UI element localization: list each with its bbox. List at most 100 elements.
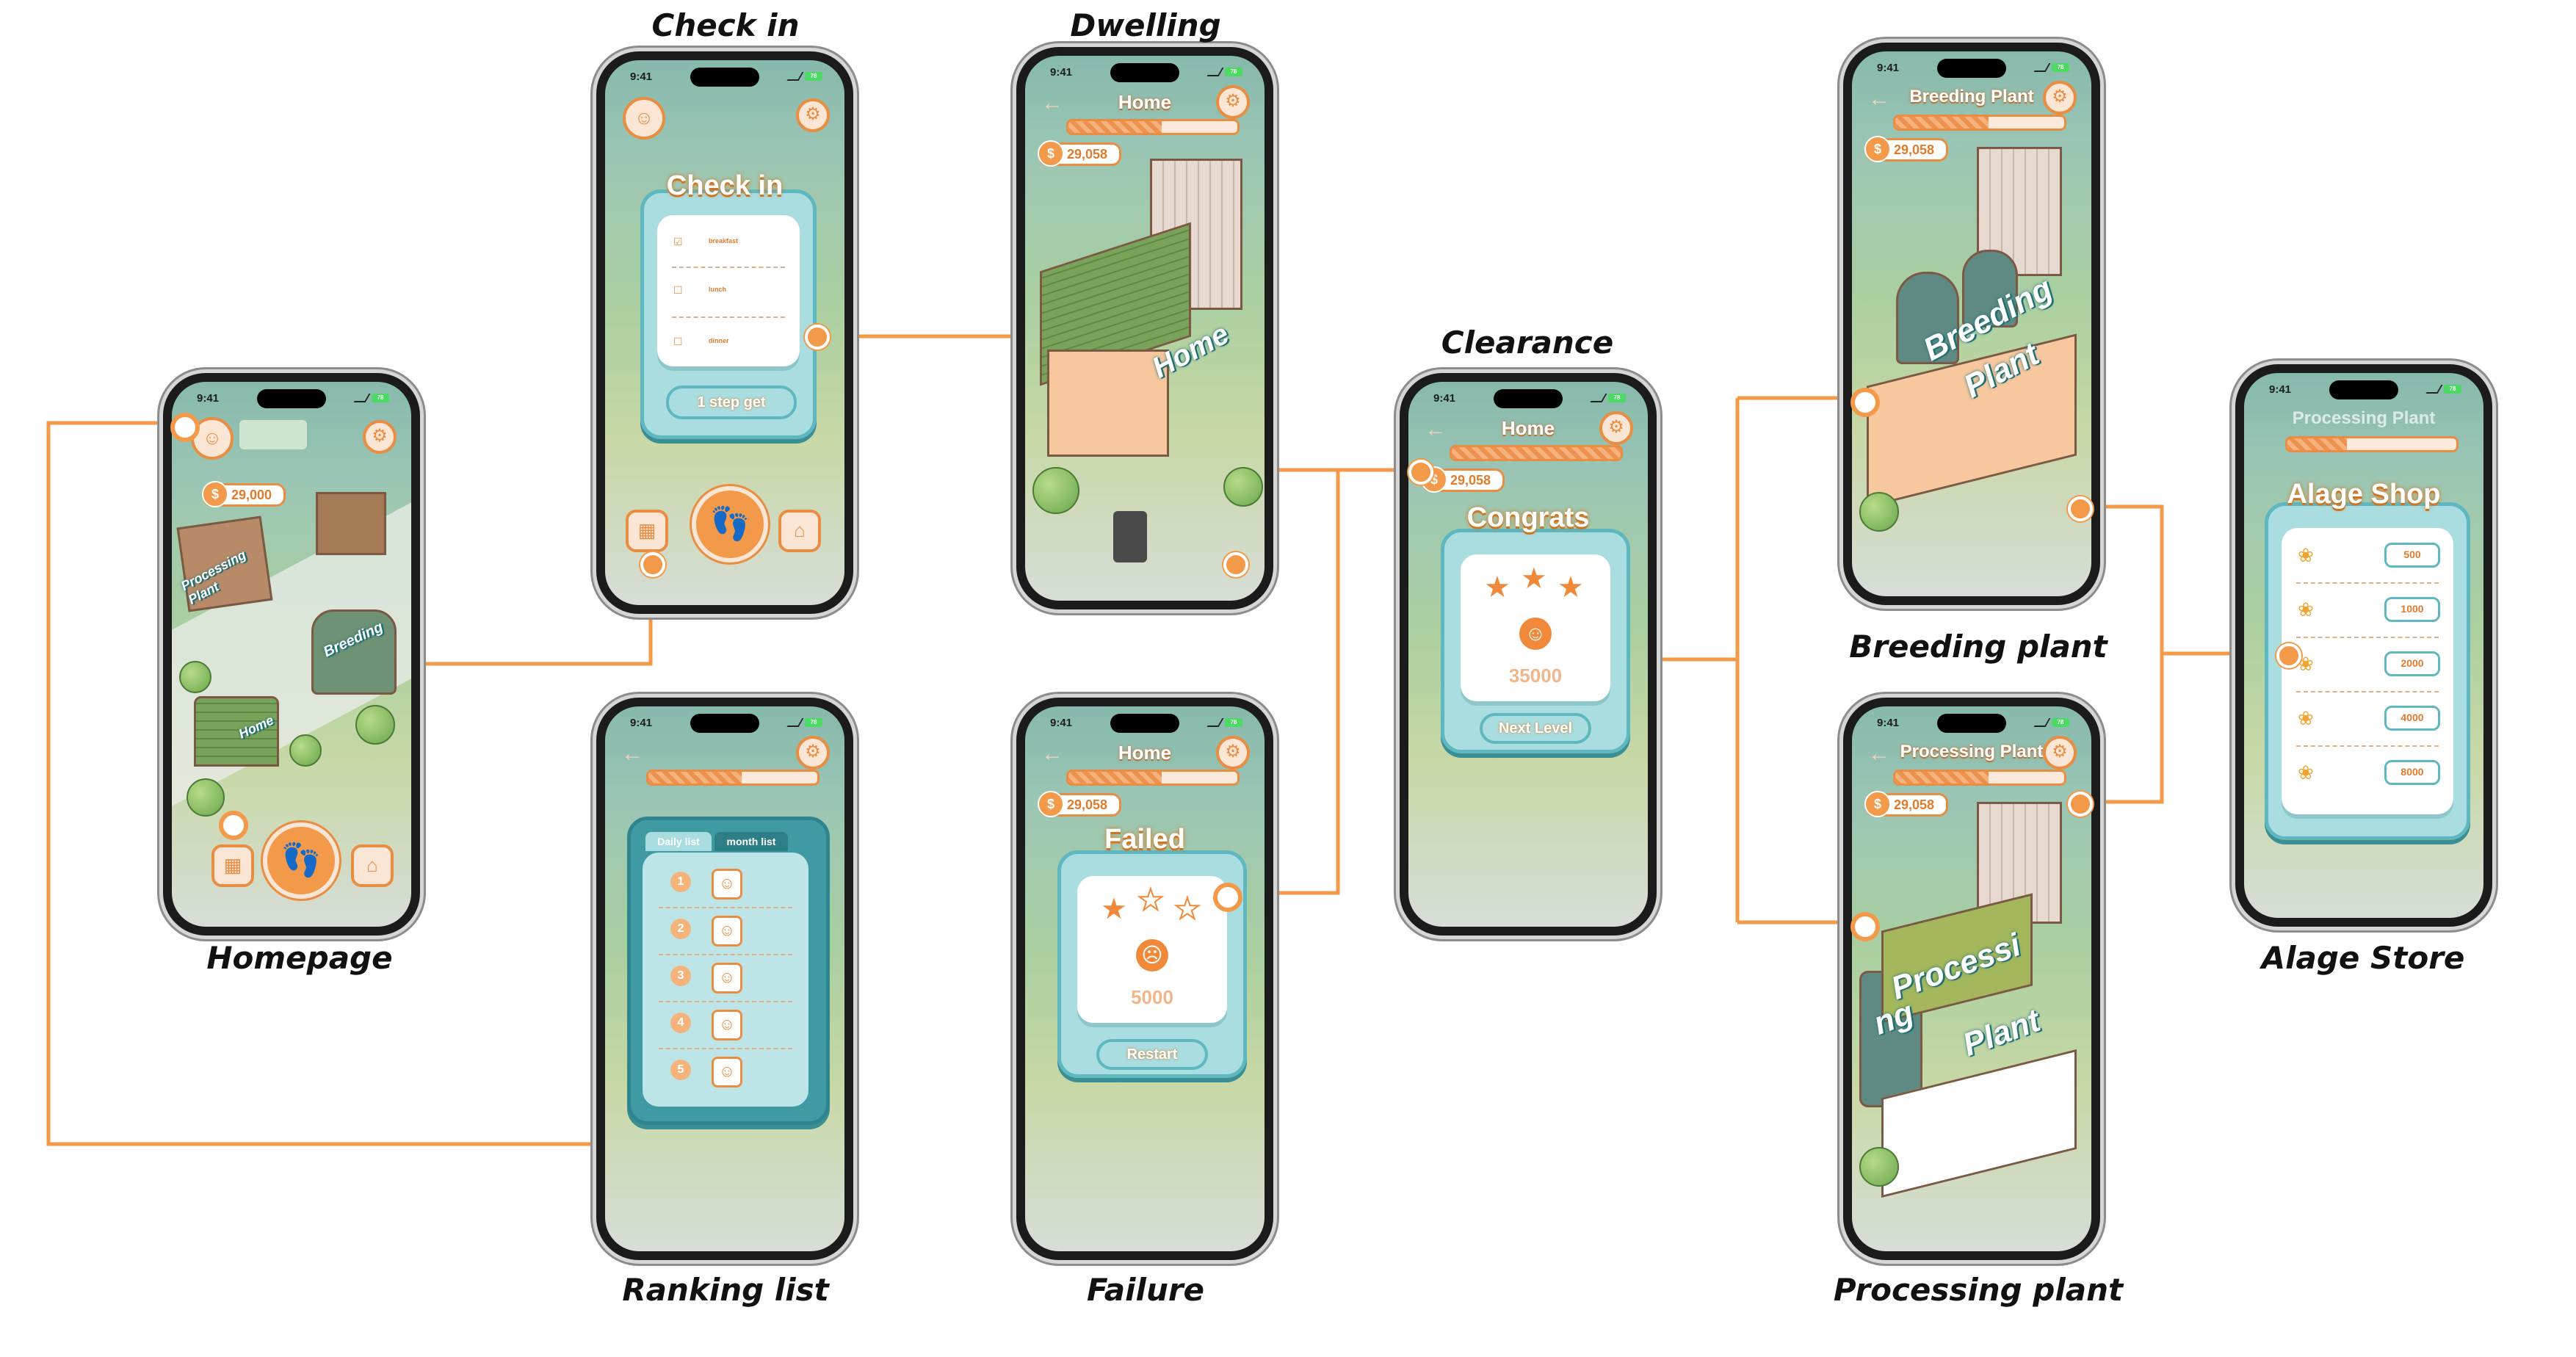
star-icon: ★ — [1557, 571, 1584, 604]
check-in-dialog: breakfast lunch dinner ☑ ☐ ☐ 1 step get — [640, 189, 817, 439]
home-building[interactable] — [194, 696, 279, 767]
footprints-icon[interactable]: 👣 — [692, 486, 768, 562]
footprints-icon[interactable]: 👣 — [263, 822, 339, 899]
ranking-list-card: 1☺ 2☺ 3☺ 4☺ 5☺ — [643, 853, 808, 1107]
battery-icon: 78 — [805, 72, 822, 81]
price-button[interactable]: 1000 — [2384, 597, 2440, 622]
status-bar: 9:41 78 — [1408, 392, 1648, 408]
breeding-plant-building[interactable] — [311, 609, 397, 695]
back-arrow-icon[interactable]: ← — [1041, 91, 1063, 115]
screen-title: Processing Plant — [2292, 408, 2436, 428]
algae-item-icon: ❀ — [2298, 761, 2314, 784]
ranking-row[interactable]: 3☺ — [659, 955, 792, 1002]
gear-icon[interactable]: ⚙ — [1599, 411, 1633, 445]
shop-title: Alage Shop — [2287, 479, 2441, 510]
caption-store: Alage Store — [2261, 940, 2465, 976]
breeding-tank[interactable] — [1896, 272, 1959, 364]
connector-node — [1213, 883, 1242, 912]
back-arrow-icon[interactable]: ← — [1868, 87, 1890, 111]
home-wall[interactable] — [1047, 350, 1169, 457]
signal-icon — [786, 718, 804, 727]
price-button[interactable]: 8000 — [2384, 760, 2440, 785]
back-arrow-icon[interactable]: ← — [1868, 742, 1890, 766]
player-avatar-icon: ☺ — [712, 916, 742, 947]
connector-node — [1408, 460, 1433, 485]
gear-icon[interactable]: ⚙ — [796, 98, 830, 132]
store-building[interactable] — [316, 492, 386, 555]
signal-icon — [1590, 394, 1607, 402]
user-icon[interactable]: ☺ — [623, 97, 665, 140]
restart-button[interactable]: Restart — [1096, 1039, 1208, 1070]
star-empty-icon: ★ — [1173, 892, 1201, 926]
gear-icon[interactable]: ⚙ — [2043, 81, 2077, 115]
level-progress — [1066, 770, 1240, 786]
phone-breeding: 9:41 78 ← Breeding Plant ⚙ 29,058 Breedi… — [1843, 43, 2100, 605]
step-get-button[interactable]: 1 step get — [666, 386, 797, 419]
smile-face-icon: ☺ — [1519, 618, 1552, 650]
signal-icon — [786, 72, 804, 81]
gear-icon[interactable]: ⚙ — [2043, 736, 2077, 770]
price-button[interactable]: 4000 — [2384, 706, 2440, 731]
status-time: 9:41 — [1877, 62, 1900, 74]
ranking-row[interactable]: 5☺ — [659, 1049, 792, 1095]
meal-lunch[interactable]: lunch — [709, 286, 726, 293]
rank-number: 5 — [670, 1060, 691, 1080]
battery-icon: 78 — [1225, 718, 1242, 727]
coin-balance: 29,000 — [201, 481, 286, 507]
calendar-icon[interactable]: ▦ — [211, 844, 254, 887]
score: 5000 — [1131, 986, 1173, 1008]
status-bar: 9:41 78 — [1025, 66, 1265, 82]
meal-breakfast[interactable]: breakfast — [709, 237, 739, 245]
signal-icon — [2033, 718, 2051, 727]
level-progress — [2285, 436, 2459, 452]
tab-month[interactable]: month list — [714, 832, 788, 851]
player-avatar-icon: ☺ — [712, 963, 742, 994]
phone-processing: 9:41 78 ← Processing Plant ⚙ 29,058 Proc… — [1843, 698, 2100, 1260]
status-bar: 9:41 78 — [172, 392, 411, 408]
checkbox-icon[interactable]: ☐ — [673, 284, 683, 296]
back-arrow-icon[interactable]: ← — [621, 742, 643, 766]
gear-icon[interactable]: ⚙ — [1216, 85, 1250, 119]
gear-icon[interactable]: ⚙ — [1216, 736, 1250, 770]
ranking-row[interactable]: 4☺ — [659, 1002, 792, 1049]
price-button[interactable]: 500 — [2384, 543, 2440, 568]
dynamic-island — [690, 714, 759, 733]
store-icon[interactable]: ⌂ — [778, 510, 821, 552]
meal-dinner[interactable]: dinner — [709, 337, 729, 344]
player-avatar-icon: ☺ — [712, 1057, 742, 1088]
gear-icon[interactable]: ⚙ — [363, 420, 397, 454]
next-level-button[interactable]: Next Level — [1480, 713, 1591, 744]
ranking-row[interactable]: 2☺ — [659, 908, 792, 955]
dynamic-island — [1110, 63, 1179, 82]
algae-item-icon: ❀ — [2298, 653, 2314, 675]
checkbox-icon[interactable]: ☑ — [673, 236, 683, 247]
user-icon[interactable]: ☺ — [191, 417, 234, 460]
dynamic-island — [1494, 389, 1563, 408]
phone-homepage: 9:41 78 ☺ ⚙ 29,000 Processing Plant Bree… — [163, 373, 420, 936]
tree — [187, 778, 225, 817]
algae-item-icon: ❀ — [2298, 598, 2314, 620]
checkbox-icon[interactable]: ☐ — [673, 336, 683, 347]
result-card: ★ ★ ★ ☺ 35000 — [1461, 554, 1610, 701]
gear-icon[interactable]: ⚙ — [796, 736, 830, 770]
battery-icon: 78 — [805, 718, 822, 727]
battery-icon: 78 — [2052, 63, 2069, 72]
back-arrow-icon[interactable]: ← — [1041, 742, 1063, 766]
caption-clearance: Clearance — [1441, 325, 1614, 361]
signal-icon — [1206, 68, 1224, 76]
tree — [1859, 492, 1899, 532]
status-time: 9:41 — [1050, 717, 1073, 729]
calendar-icon[interactable]: ▦ — [626, 510, 668, 552]
ranking-row[interactable]: 1☺ — [659, 861, 792, 908]
tab-daily[interactable]: Daily list — [645, 832, 712, 851]
screen-title: Processing Plant — [1900, 742, 2044, 761]
breeding-tank[interactable] — [1962, 250, 2018, 328]
player-avatar-icon: ☺ — [712, 1010, 742, 1041]
store-icon[interactable]: ⌂ — [351, 844, 394, 887]
trash-bin-icon[interactable] — [1113, 511, 1147, 562]
coin-balance: 29,058 — [1864, 791, 1949, 817]
signal-icon — [353, 394, 371, 402]
dynamic-island — [257, 389, 326, 408]
price-button[interactable]: 2000 — [2384, 651, 2440, 676]
back-arrow-icon[interactable]: ← — [1425, 417, 1447, 441]
